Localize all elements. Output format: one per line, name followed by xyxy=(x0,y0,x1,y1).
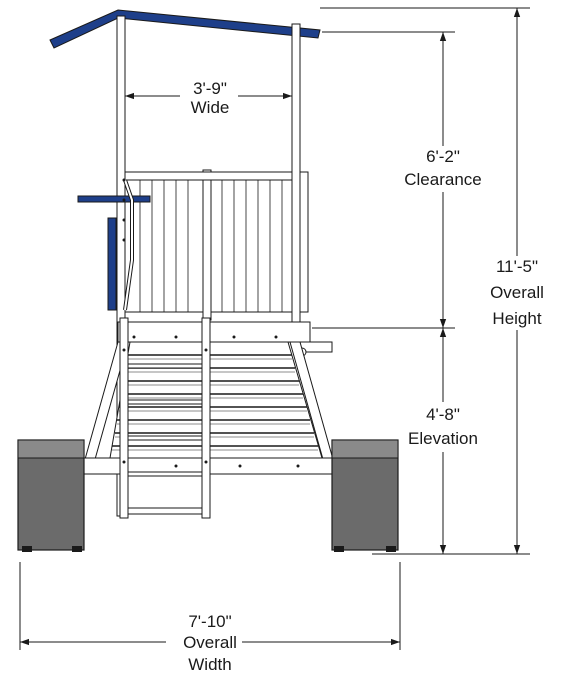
dim-elevation: 4'-8" Elevation xyxy=(400,328,488,554)
overall-height-label-1: Overall xyxy=(490,283,544,302)
ladder-rail-right xyxy=(201,317,211,519)
right-front-post xyxy=(291,23,301,325)
deck-beam xyxy=(117,321,311,343)
overall-width-value: 7'-10" xyxy=(188,612,231,631)
clearance-label: Clearance xyxy=(404,170,482,189)
roof-panel xyxy=(49,9,321,49)
railing-panel-side xyxy=(299,171,309,313)
dim-deck-width: 3'-9" Wide xyxy=(125,79,292,117)
top-rail xyxy=(124,171,293,181)
dim-overall-width: 7'-10" Overall Width xyxy=(20,612,400,674)
dim-overall-height: 11'-5" Overall Height xyxy=(478,8,556,554)
overall-width-label-2: Width xyxy=(188,655,231,674)
overall-height-value: 11'-5" xyxy=(496,257,538,276)
ladder xyxy=(119,178,300,519)
ladder-rail-left xyxy=(119,317,129,519)
clearance-value: 6'-2" xyxy=(426,147,460,166)
handle-bar xyxy=(77,195,151,203)
stair-body xyxy=(109,341,323,459)
roof xyxy=(49,9,321,49)
overall-width-label-1: Overall xyxy=(183,633,237,652)
pontoon-right xyxy=(331,439,399,552)
overall-height-label-2: Height xyxy=(492,309,541,328)
railing xyxy=(124,169,309,321)
handle-rail xyxy=(107,217,117,311)
elevation-value: 4'-8" xyxy=(426,405,460,424)
deck-width-label: Wide xyxy=(191,98,230,117)
side-handle xyxy=(77,179,151,311)
pontoon-left xyxy=(17,439,85,552)
railing-panel-right xyxy=(209,171,293,313)
railing-panel-left xyxy=(124,171,206,313)
dim-clearance: 6'-2" Clearance xyxy=(404,32,482,328)
deck-width-value: 3'-9" xyxy=(193,79,227,98)
extension-lines xyxy=(19,7,530,650)
center-post xyxy=(202,169,212,321)
elevation-label: Elevation xyxy=(408,429,478,448)
